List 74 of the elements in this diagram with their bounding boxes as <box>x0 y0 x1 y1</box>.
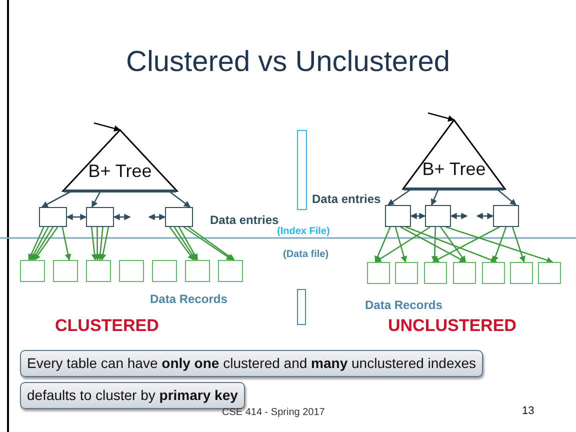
arrow <box>148 214 166 220</box>
arrow <box>169 226 194 261</box>
arrow <box>62 226 72 261</box>
arrow <box>410 212 426 220</box>
tree-label: B+ Tree <box>421 159 487 180</box>
data-record-box <box>395 262 418 284</box>
slide-footer: CSE 414 - Spring 2017 <box>222 407 325 418</box>
data-record-box <box>86 260 111 282</box>
callout-note: Every table can have only one clustered and many unclustered indexes <box>20 350 484 377</box>
data-record-box <box>53 260 78 282</box>
arrow <box>41 191 70 208</box>
arrow <box>170 191 191 208</box>
arrow <box>90 226 98 261</box>
arrow <box>430 190 439 206</box>
data-file-label: (Data file) <box>283 249 329 260</box>
data-entries-label: Data entries <box>210 213 279 227</box>
data-record-box <box>453 262 476 284</box>
arrow <box>91 192 101 208</box>
arrow <box>498 190 516 206</box>
index-page-box <box>425 205 451 227</box>
arrow <box>450 212 468 220</box>
unclustered-heading: UNCLUSTERED <box>388 316 516 336</box>
arrow <box>432 226 500 263</box>
data-records-label: Data Records <box>150 292 228 306</box>
file-bar <box>297 289 306 325</box>
arrow <box>28 226 44 261</box>
arrow <box>30 226 49 261</box>
arrow <box>94 227 101 261</box>
data-record-box <box>119 260 144 282</box>
slide-title: Clustered vs Unclustered <box>125 46 451 79</box>
data-entries-label: Data entries <box>312 192 381 206</box>
arrow <box>440 226 466 263</box>
data-record-box <box>152 260 177 282</box>
data-record-box <box>538 262 561 284</box>
data-record-box <box>185 260 210 282</box>
data-record-box <box>510 262 533 284</box>
arrow <box>178 226 198 261</box>
index-page-box <box>385 205 411 227</box>
arrow <box>34 226 58 261</box>
arrow <box>431 226 438 263</box>
index-page-box <box>165 207 193 227</box>
data-record-box <box>20 260 45 282</box>
clustered-heading: CLUSTERED <box>55 316 159 336</box>
data-record-box <box>424 262 447 284</box>
arrow <box>374 226 431 263</box>
arrow <box>32 226 54 261</box>
arrow <box>94 122 121 132</box>
data-record-box <box>218 260 243 282</box>
arrow <box>66 214 87 220</box>
index-page-box <box>86 207 114 227</box>
arrow <box>100 226 110 261</box>
arrow <box>492 226 507 263</box>
arrow <box>406 226 498 263</box>
arrow <box>476 212 494 220</box>
arrow <box>394 226 407 263</box>
arrow <box>400 226 466 263</box>
data-records-label: Data Records <box>365 298 442 312</box>
arrow <box>174 226 196 261</box>
arrow <box>446 226 554 264</box>
arrow <box>374 226 391 263</box>
page-number: 13 <box>522 405 534 417</box>
arrow <box>512 226 526 263</box>
arrow <box>113 214 131 220</box>
arrow <box>428 112 455 122</box>
arrow <box>96 226 104 261</box>
data-record-box <box>367 262 390 284</box>
data-record-box <box>482 262 505 284</box>
index-page-box <box>39 207 67 227</box>
index-page-box <box>493 205 519 227</box>
callout-note: defaults to cluster by primary key <box>20 382 245 409</box>
arrow <box>387 189 410 206</box>
file-bar <box>297 130 307 210</box>
tree-label: B+ Tree <box>87 161 153 182</box>
index-file-label: (Index File) <box>277 226 330 237</box>
